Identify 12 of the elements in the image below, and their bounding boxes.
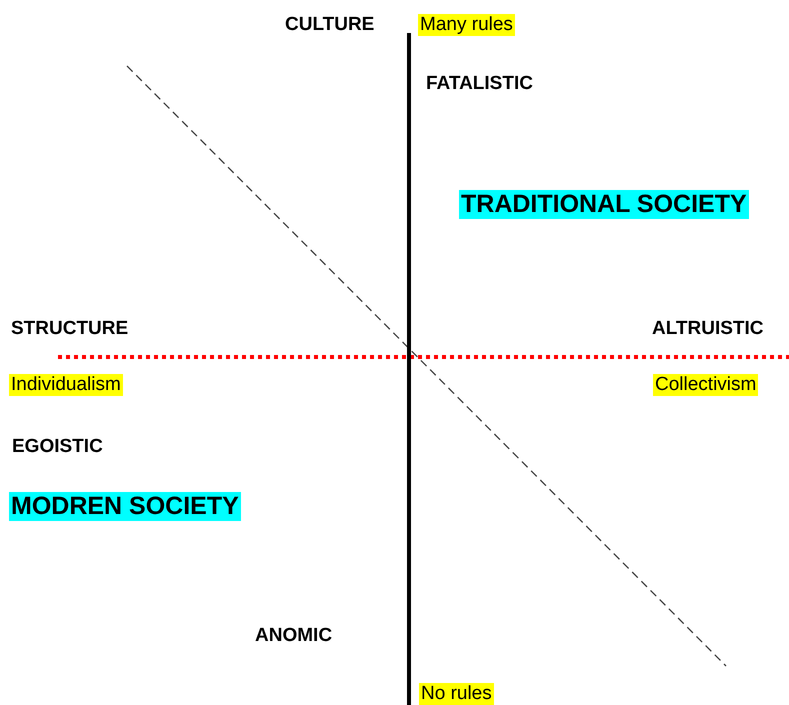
society-label: TRADITIONAL SOCIETY (459, 190, 749, 219)
quadrant-label: ANOMIC (254, 625, 334, 647)
highlighted-label: Collectivism (653, 374, 758, 396)
quadrant-label: ALTRUISTIC (651, 318, 765, 340)
highlighted-label: No rules (419, 683, 494, 705)
society-label: MODREN SOCIETY (9, 492, 241, 521)
highlighted-label: Many rules (418, 14, 515, 36)
axis-label: CULTURE (284, 14, 376, 36)
quadrant-label: EGOISTIC (11, 436, 104, 458)
highlighted-label: Individualism (9, 374, 123, 396)
axis-label: STRUCTURE (10, 318, 130, 340)
quadrant-label: FATALISTIC (425, 73, 534, 95)
